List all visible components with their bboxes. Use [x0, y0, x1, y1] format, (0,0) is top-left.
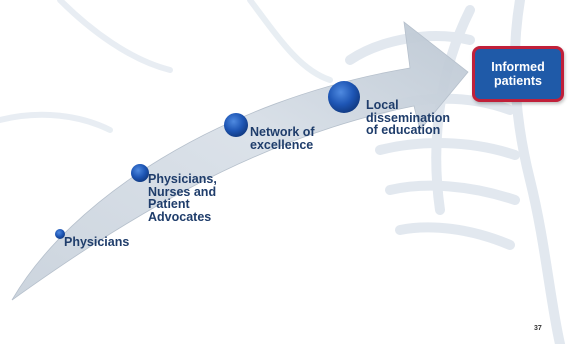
goal-informed-patients-box: Informed patients [472, 46, 564, 102]
step-dot-4 [328, 81, 360, 113]
step-dot-2 [131, 164, 149, 182]
slide-number: 37 [534, 325, 542, 332]
step-label-physicians: Physicians [64, 235, 130, 249]
step-label-local-dissemination: Local dissemination of education [366, 98, 451, 137]
step-dot-1 [55, 229, 65, 239]
step-label-network-of-excellence: Network of excellence [250, 125, 315, 152]
step-dot-3 [224, 113, 248, 137]
progress-arrow [11, 21, 469, 301]
step-label-physicians-nurses-advocates: Physicians, Nurses and Patient Advocates [148, 172, 217, 224]
